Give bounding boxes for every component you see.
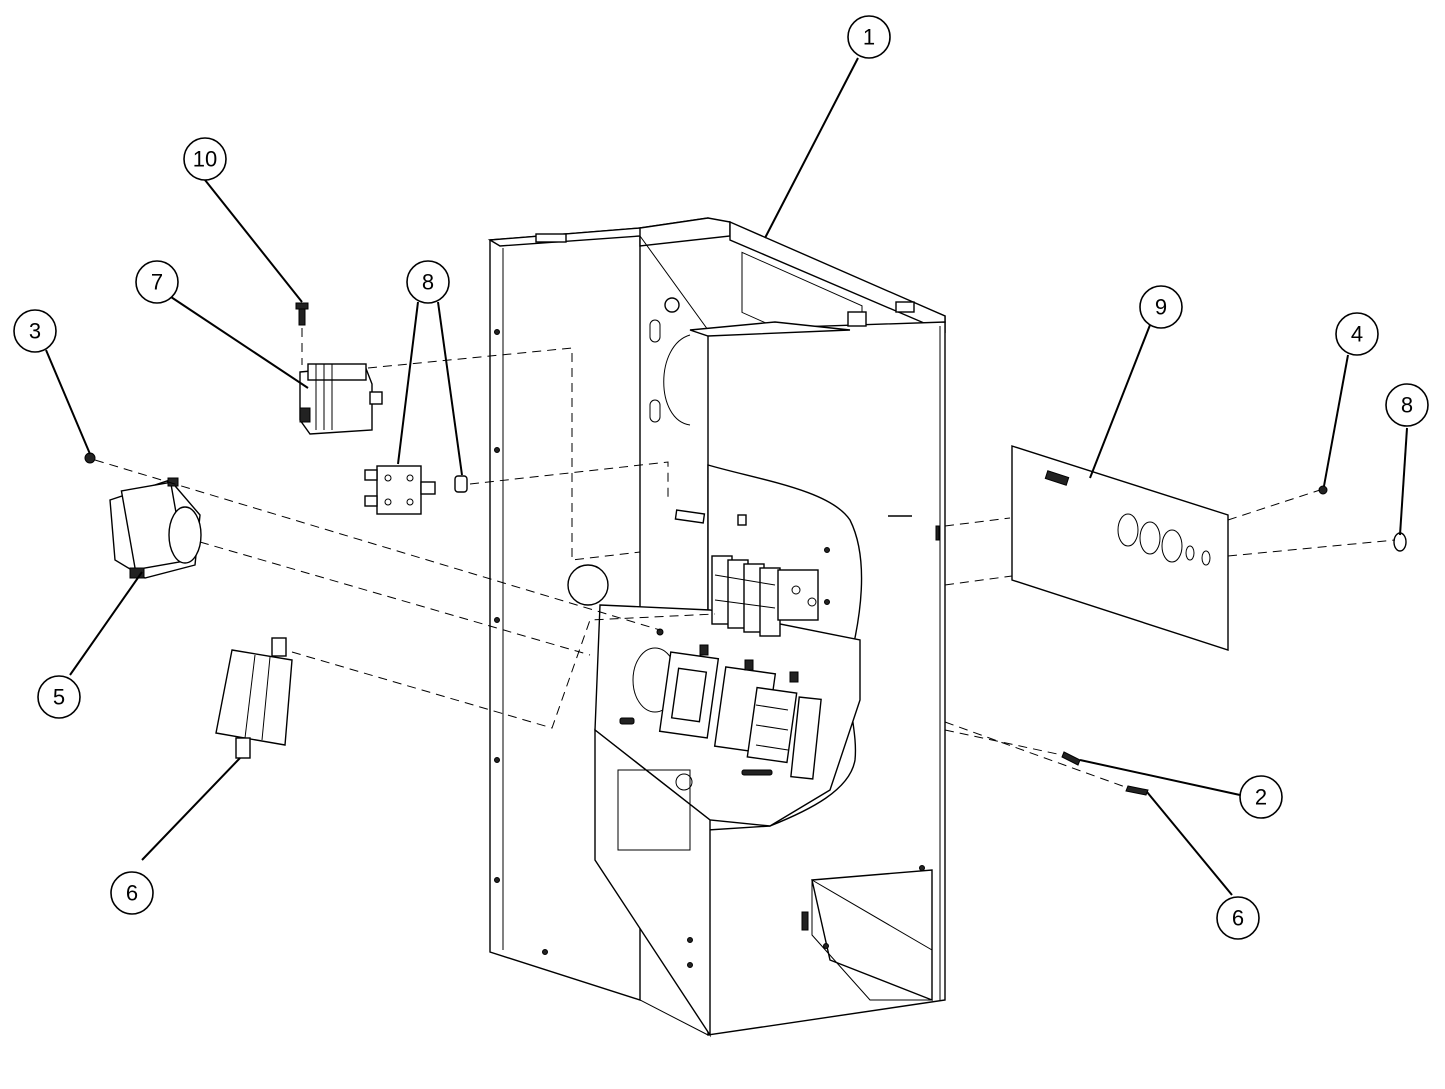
callout-label: 6 (1232, 906, 1244, 931)
part-nut-3 (84, 452, 96, 464)
callout-balloon-6-left: 6 (110, 871, 154, 915)
plate-switches (619, 644, 822, 780)
callout-balloon-4: 4 (1335, 312, 1379, 356)
part-screw-2 (1061, 751, 1081, 766)
callout-label: 8 (422, 270, 434, 295)
callout-balloon-7: 7 (135, 260, 179, 304)
part-receptacle-6 (215, 637, 293, 759)
callout-label: 1 (863, 25, 875, 50)
relay-block (711, 555, 819, 637)
part-screw-6 (1125, 785, 1149, 796)
callout-label: 9 (1155, 295, 1167, 320)
leader-lines (45, 57, 1408, 896)
callout-label: 5 (53, 685, 65, 710)
panel-holes (494, 329, 925, 968)
callout-label: 7 (151, 270, 163, 295)
callout-balloon-6-right: 6 (1216, 896, 1260, 940)
callout-balloon-5: 5 (37, 675, 81, 719)
callout-balloon-2: 2 (1239, 775, 1283, 819)
cabinet-housing (487, 217, 946, 1038)
callout-balloon-3: 3 (13, 309, 57, 353)
callout-balloon-8-right: 8 (1385, 383, 1429, 427)
part-breaker-7 (299, 363, 383, 435)
callout-label: 4 (1351, 322, 1363, 347)
part-label-panel-9 (1011, 445, 1229, 651)
assembly-lines (94, 328, 1396, 789)
part-motor-5 (109, 477, 202, 579)
callout-balloon-10: 10 (183, 137, 227, 181)
callout-label: 8 (1401, 393, 1413, 418)
callout-balloon-9: 9 (1139, 285, 1183, 329)
part-circuit-breaker-8 (364, 465, 468, 515)
callout-label: 6 (126, 881, 138, 906)
part-washer-8 (1393, 532, 1407, 552)
callout-label: 10 (193, 147, 217, 172)
callout-label: 2 (1255, 785, 1267, 810)
callout-balloon-8-left: 8 (406, 260, 450, 304)
callout-label: 3 (29, 319, 41, 344)
part-screw-4 (1318, 485, 1328, 495)
callout-balloon-1: 1 (847, 15, 891, 59)
part-screw-10 (295, 302, 309, 326)
